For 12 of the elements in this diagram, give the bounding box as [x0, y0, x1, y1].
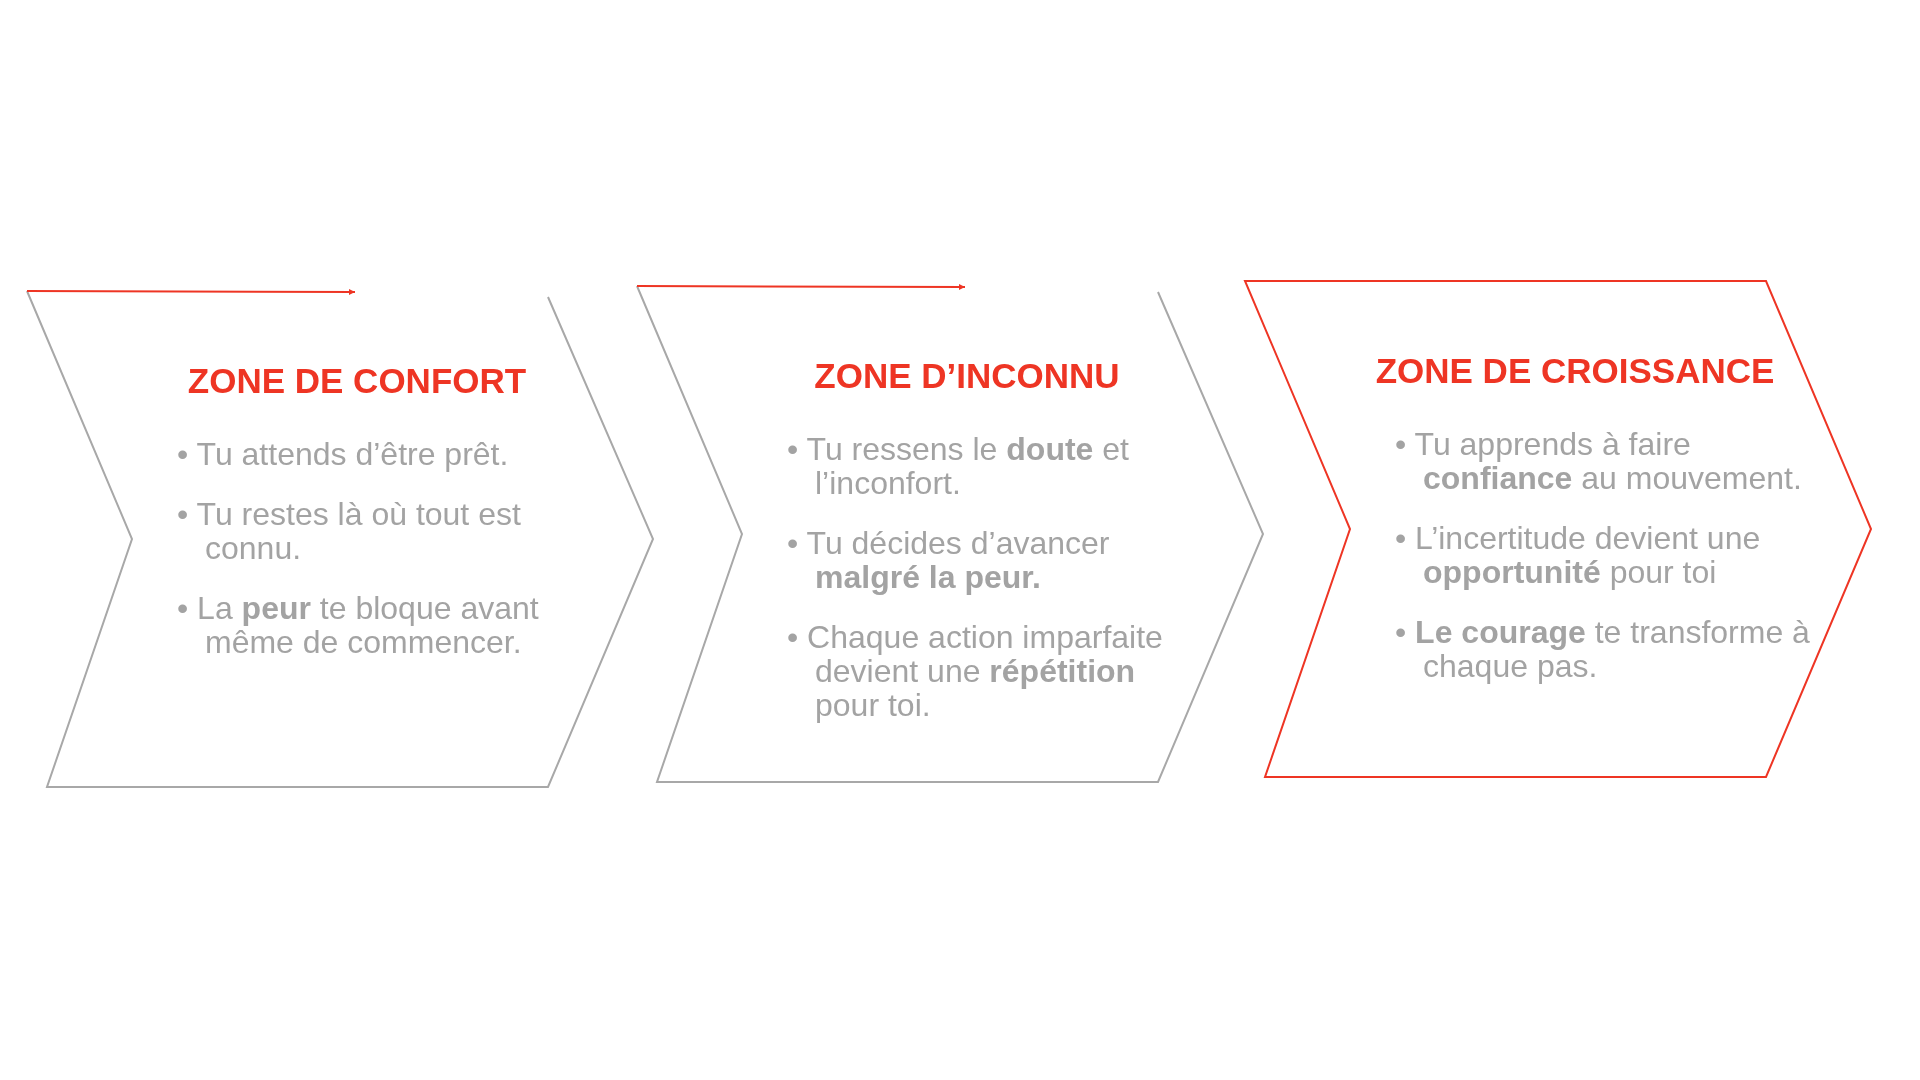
bullet-item: • Tu apprends à faire confiance au mouvement.	[1395, 427, 1803, 495]
zone-heading: ZONE DE CONFORT	[186, 361, 528, 401]
bullet-item: • Tu ressens le doute et l’inconfort.	[787, 432, 1130, 500]
zone-heading: ZONE D’INCONNU	[813, 356, 1121, 396]
bullet-item: • Tu décides d’avancer malgré la peur.	[787, 526, 1111, 594]
bullet-item: • L’incertitude devient une opportunité pour toi	[1395, 521, 1762, 589]
bullet-item: • La peur te bloque avant même de commencer.	[177, 591, 540, 659]
bullet-item: • Tu restes là où tout est connu.	[177, 497, 522, 565]
bullet-item: • Tu attends d’être prêt.	[177, 437, 510, 471]
bullet-item: • Chaque action imparfaite devient une répétition pour toi.	[787, 620, 1164, 722]
bullet-item: • Le courage te transforme à chaque pas.	[1395, 615, 1811, 683]
zone-heading: ZONE DE CROISSANCE	[1374, 351, 1776, 391]
